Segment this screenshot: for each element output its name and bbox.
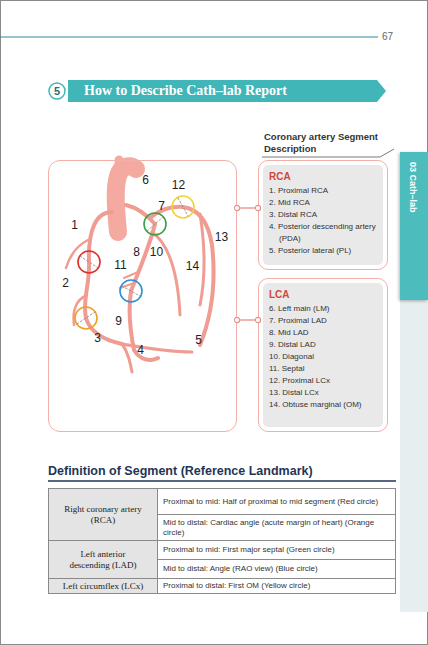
section-band: How to Describe Cath–lab Report bbox=[68, 80, 386, 102]
node-text: 03 Cath–lab bbox=[408, 162, 418, 213]
list-text: 10. Diagonal bbox=[269, 351, 383, 363]
list-text: 9. Distal LAD bbox=[269, 339, 383, 351]
side-tab: 03 Cath–lab bbox=[400, 152, 428, 300]
pda-vessel bbox=[122, 344, 132, 372]
callout-number: 4 bbox=[137, 343, 144, 357]
callout-number: 2 bbox=[62, 276, 69, 290]
table-cell: Proximal to mid: Half of proximal to mid… bbox=[157, 488, 396, 515]
list-text: 12. Proximal LCx bbox=[269, 375, 383, 387]
landmark-circle bbox=[78, 251, 100, 273]
diagonal-vessel bbox=[152, 232, 180, 315]
table-title-rule bbox=[48, 480, 396, 482]
segment-list-box: LCA 6. Left main (LM)7. Proximal LAD8. Mi… bbox=[258, 278, 388, 432]
rca-branch bbox=[66, 240, 88, 268]
callout-number: 8 bbox=[133, 245, 140, 259]
callout-number: 14 bbox=[186, 259, 199, 273]
circle-shape bbox=[49, 83, 65, 99]
list-text: 13. Distal LCx bbox=[269, 387, 383, 399]
table-cell: Mid to distal: Cardiac angle (acute marg… bbox=[157, 514, 396, 541]
header-rule bbox=[0, 37, 378, 38]
heart-illustration bbox=[66, 160, 214, 372]
table-cell: Mid to distal: Angle (RAO view) (Blue ci… bbox=[157, 559, 396, 579]
landmark-circle bbox=[172, 196, 194, 218]
connector bbox=[237, 207, 258, 208]
page-number: 67 bbox=[382, 31, 412, 42]
table-cell: Proximal to mid: First major septal (Gre… bbox=[157, 540, 396, 560]
band-shape bbox=[68, 80, 386, 102]
callout-number: 11 bbox=[114, 258, 126, 272]
callout-number: 5 bbox=[195, 333, 202, 347]
callout-number: 12 bbox=[172, 178, 185, 192]
cut-line bbox=[77, 312, 95, 324]
lcx-vessel bbox=[150, 207, 214, 345]
table-cell: Left anterior descending (LAD) bbox=[48, 540, 158, 579]
list-text: 11. Septal bbox=[269, 363, 383, 375]
list-text: 2. Mid RCA bbox=[269, 197, 383, 209]
connector bbox=[237, 319, 258, 320]
illustration-box: 1234567891011121314 bbox=[48, 160, 237, 432]
list-text: 14. Obtuse marginal (OM) bbox=[269, 399, 383, 411]
list-text: RCA bbox=[269, 171, 383, 182]
cut-line bbox=[147, 217, 163, 231]
cut-line bbox=[80, 256, 98, 268]
landmark-circle bbox=[120, 280, 142, 302]
landmark-circle bbox=[144, 213, 166, 235]
list-text: 6. Left main (LM) bbox=[269, 303, 383, 315]
list-text: 5. Posterior lateral (PL) bbox=[269, 245, 383, 257]
callout-number: 1 bbox=[71, 218, 78, 232]
landmark-circle bbox=[75, 307, 97, 329]
list-text: 8. Mid LAD bbox=[269, 327, 383, 339]
om-vessel bbox=[200, 214, 204, 305]
callout-number: 10 bbox=[150, 245, 163, 259]
cut-line bbox=[122, 286, 140, 296]
aortic-branch bbox=[119, 160, 120, 174]
list-text: LCA bbox=[269, 289, 383, 300]
step-number: 5 bbox=[48, 82, 66, 100]
callout-number: 9 bbox=[115, 314, 122, 328]
list-text: 4. Posterior descending artery (PDA) bbox=[269, 221, 383, 245]
table-title: Definition of Segment (Reference Landmar… bbox=[48, 464, 398, 478]
lad-vessel bbox=[130, 224, 158, 360]
callout-number: 7 bbox=[158, 199, 165, 213]
list-text: 7. Proximal LAD bbox=[269, 315, 383, 327]
list-text: 3. Distal RCA bbox=[269, 209, 383, 221]
segment-list-box: RCA 1. Proximal RCA2. Mid RCA3. Distal RC… bbox=[258, 160, 388, 270]
node-text: 5 bbox=[48, 82, 66, 100]
table-cell: Right coronary artery (RCA) bbox=[48, 488, 158, 541]
rca-vessel bbox=[85, 212, 122, 344]
list-text: 1. Proximal RCA bbox=[269, 185, 383, 197]
callout-number: 6 bbox=[142, 173, 149, 187]
margin-panel bbox=[400, 300, 428, 612]
cut-line bbox=[178, 198, 188, 216]
table-cell: Proximal to distal: First OM (Yellow cir… bbox=[157, 578, 396, 594]
callout-number: 13 bbox=[215, 230, 228, 244]
node-text: How to Describe Cath–lab Report bbox=[84, 80, 287, 102]
callout-number: 3 bbox=[94, 331, 101, 345]
table-cell: Left circumflex (LCx) bbox=[48, 578, 158, 594]
section-heading: Coronary artery Segment Description bbox=[264, 131, 396, 155]
